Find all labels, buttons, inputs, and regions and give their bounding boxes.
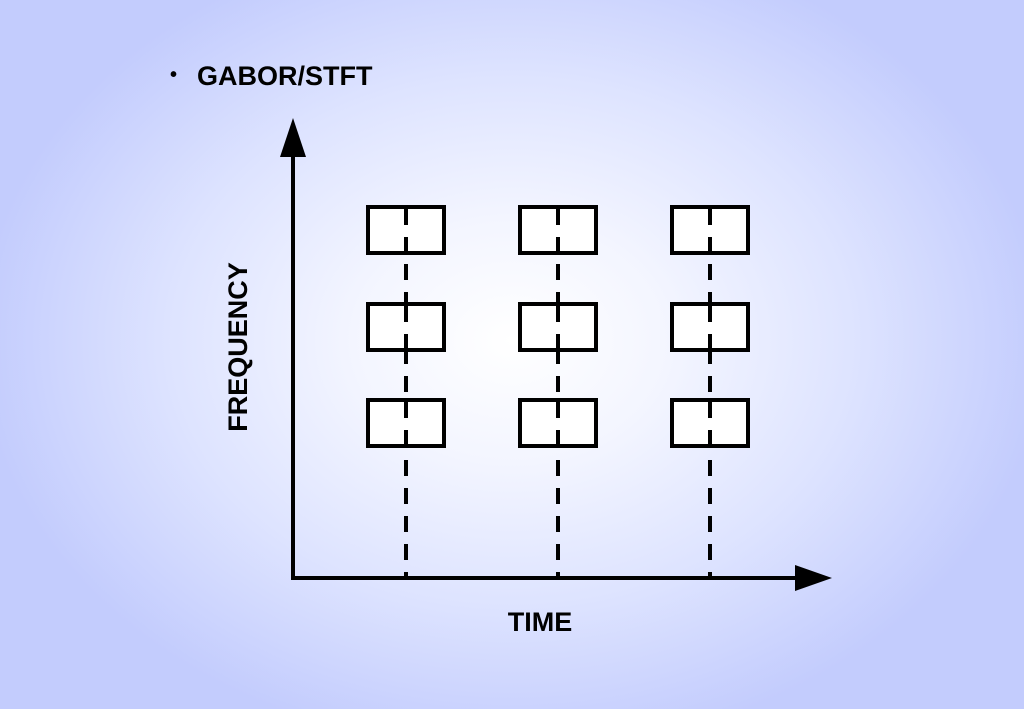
y-axis-arrowhead (280, 118, 306, 157)
tile-grid (366, 205, 750, 448)
y-axis-label: FREQUENCY (223, 262, 253, 432)
slide-title: GABOR/STFT (197, 60, 373, 91)
x-axis-label: TIME (508, 607, 573, 637)
bullet-title: • GABOR/STFT (170, 58, 373, 94)
x-axis-arrowhead (795, 565, 832, 591)
bullet-point: • (170, 63, 178, 86)
dashed-guide-lines (404, 208, 712, 578)
